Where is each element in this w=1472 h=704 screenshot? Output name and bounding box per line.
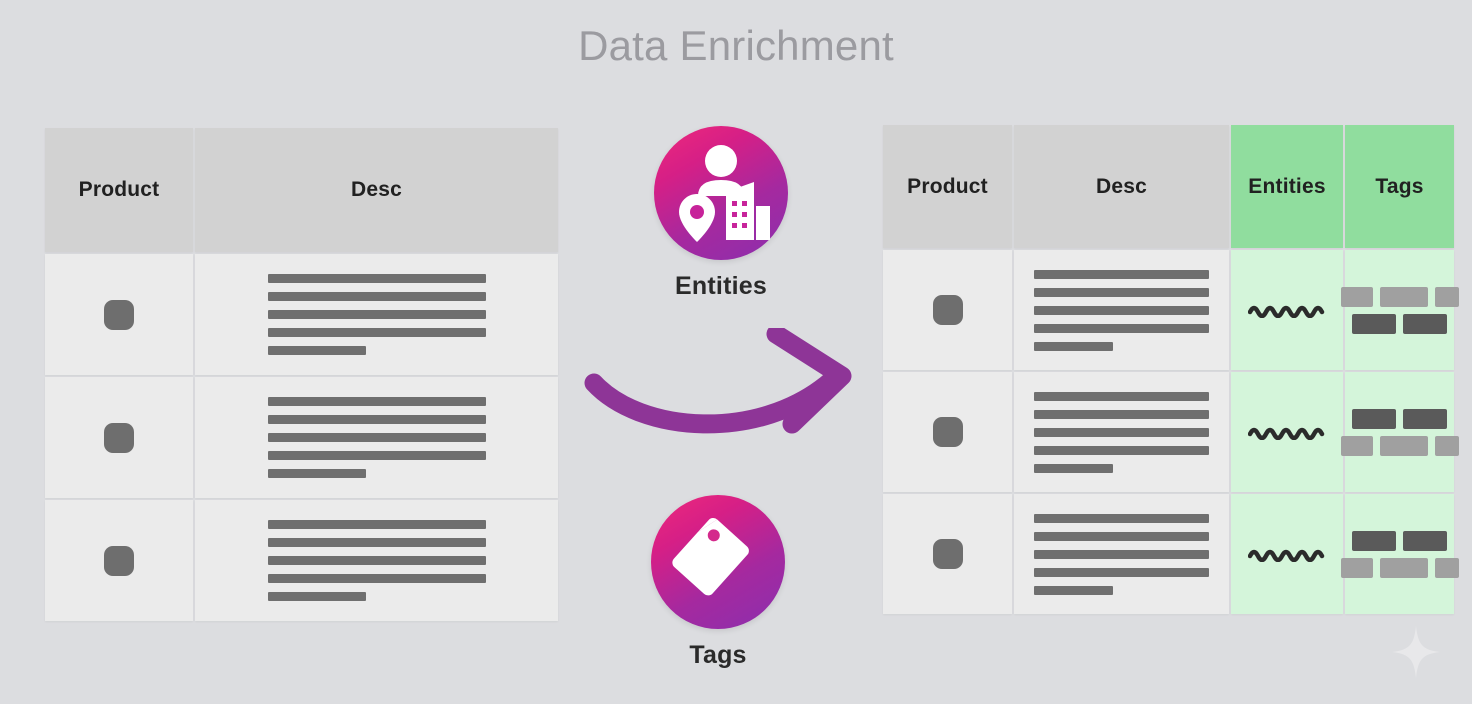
cell-product <box>45 254 193 375</box>
product-swatch-icon <box>932 539 963 569</box>
price-tag-icon <box>672 518 749 596</box>
page-title: Data Enrichment <box>578 22 894 69</box>
table-row[interactable] <box>883 250 1459 370</box>
tag-chip <box>1352 408 1396 429</box>
cell-tags <box>1340 250 1459 370</box>
person-location-building-icon <box>679 145 770 242</box>
squiggle-icon <box>1248 427 1325 440</box>
flow-arrow <box>580 324 880 443</box>
product-swatch-icon <box>104 422 134 453</box>
header-cell-product: Product <box>883 125 1012 248</box>
tag-chip <box>1340 286 1373 307</box>
product-swatch-icon <box>932 295 963 325</box>
squiggle-icon <box>1248 305 1325 318</box>
cell-tags <box>1340 372 1459 492</box>
product-swatch-icon <box>104 545 134 576</box>
cell-desc <box>1014 372 1229 492</box>
enricher-label: Tags <box>689 641 747 669</box>
desc-placeholder-lines <box>1034 391 1209 473</box>
tag-chip <box>1340 557 1373 578</box>
tag-chip <box>1352 530 1396 551</box>
table-header-row: Product Desc <box>45 128 558 252</box>
table-row[interactable] <box>883 494 1459 614</box>
enricher-tags[interactable]: Tags <box>650 495 786 670</box>
tag-chips <box>1340 408 1459 456</box>
product-swatch-icon <box>104 299 134 330</box>
header-label: Desc <box>1095 174 1147 198</box>
tag-chip <box>1403 313 1447 334</box>
cell-entities <box>1231 250 1343 370</box>
tag-chip <box>1352 313 1396 334</box>
desc-placeholder-lines <box>1034 269 1209 351</box>
table-row[interactable] <box>45 254 558 375</box>
header-label: Product <box>78 178 160 201</box>
header-label: Desc <box>350 178 402 201</box>
header-cell-desc: Desc <box>195 128 558 252</box>
header-cell-product: Product <box>45 128 193 252</box>
tag-chip <box>1340 435 1373 456</box>
tag-chip <box>1379 435 1428 456</box>
tag-chip <box>1434 286 1459 307</box>
entities-icon-circle <box>654 126 788 260</box>
source-table: Product Desc <box>45 128 558 621</box>
enricher-label: Entities <box>675 272 767 300</box>
cell-product <box>883 494 1012 614</box>
tag-chip <box>1379 557 1428 578</box>
desc-placeholder-lines <box>267 520 486 601</box>
cell-tags <box>1340 494 1459 614</box>
tag-chip <box>1434 435 1459 456</box>
header-cell-tags: Tags <box>1345 125 1454 248</box>
table-header-row: Product Desc Entities Tags <box>883 125 1456 248</box>
header-label: Product <box>907 174 988 198</box>
desc-placeholder-lines <box>267 274 486 355</box>
tag-chip <box>1434 557 1459 578</box>
cell-desc <box>195 377 558 498</box>
cell-desc <box>195 500 558 621</box>
cell-desc <box>1014 494 1229 614</box>
cell-product <box>883 372 1012 492</box>
desc-placeholder-lines <box>267 397 486 478</box>
tag-chips <box>1340 530 1459 578</box>
table-row[interactable] <box>45 377 558 498</box>
tags-icon-circle <box>651 495 785 629</box>
header-cell-entities: Entities <box>1231 125 1343 248</box>
sparkle-icon <box>1390 624 1442 685</box>
product-swatch-icon <box>932 417 963 447</box>
header-label: Entities <box>1248 174 1326 198</box>
tag-chips <box>1340 286 1459 334</box>
desc-placeholder-lines <box>1034 513 1209 595</box>
cell-entities <box>1231 494 1343 614</box>
cell-desc <box>195 254 558 375</box>
header-cell-desc: Desc <box>1014 125 1229 248</box>
tag-chip <box>1403 408 1447 429</box>
cell-entities <box>1231 372 1343 492</box>
tag-chip <box>1379 286 1428 307</box>
tag-chip <box>1403 530 1447 551</box>
enricher-entities[interactable]: Entities <box>653 126 789 301</box>
cell-product <box>45 377 193 498</box>
cell-desc <box>1014 250 1229 370</box>
table-row[interactable] <box>883 372 1459 492</box>
cell-product <box>883 250 1012 370</box>
header-label: Tags <box>1375 174 1424 198</box>
cell-product <box>45 500 193 621</box>
squiggle-icon <box>1248 549 1325 562</box>
enriched-table: Product Desc Entities Tags <box>883 125 1459 614</box>
table-row[interactable] <box>45 500 558 621</box>
